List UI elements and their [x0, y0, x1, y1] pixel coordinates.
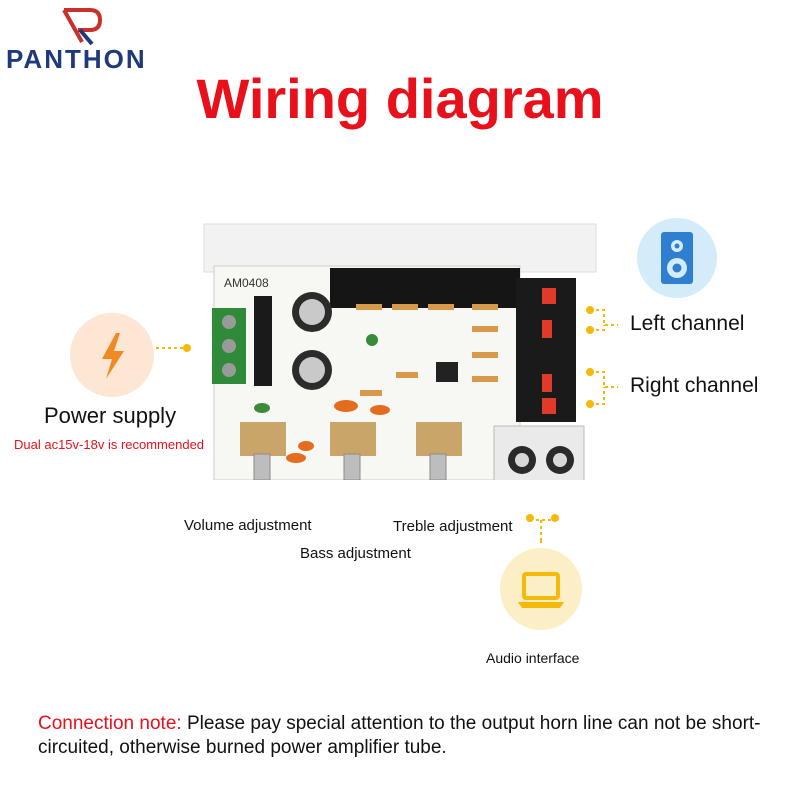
brand-logo-icon	[62, 8, 103, 46]
page-title: Wiring diagram	[196, 67, 604, 130]
connection-note-text: Please pay special attention to the outp…	[38, 713, 761, 758]
laptop-icon	[518, 572, 564, 608]
left-channel-label: Left channel	[630, 312, 745, 335]
connection-note: Connection note: Please pay special atte…	[38, 712, 778, 760]
board-model-label: AM0408	[224, 276, 269, 290]
connection-note-label: Connection note:	[38, 713, 182, 734]
power-supply-subtitle: Dual ac15v-18v is recommended	[14, 437, 205, 452]
power-icon-circle	[70, 313, 154, 397]
lightning-icon	[102, 333, 124, 379]
right-channel-label: Right channel	[630, 374, 759, 397]
audio-interface-label: Audio interface	[486, 650, 580, 666]
power-supply-title: Power supply	[44, 403, 177, 428]
speaker-icon-circle	[637, 218, 717, 298]
volume-adjustment-label: Volume adjustment	[184, 517, 312, 534]
bass-adjustment-label: Bass adjustment	[300, 545, 411, 562]
amplifier-board: AM0408	[203, 223, 597, 480]
speaker-icon	[661, 232, 693, 284]
brand-name: PANTHON	[6, 44, 147, 74]
treble-adjustment-label: Treble adjustment	[393, 518, 513, 535]
laptop-icon-circle	[500, 548, 582, 630]
